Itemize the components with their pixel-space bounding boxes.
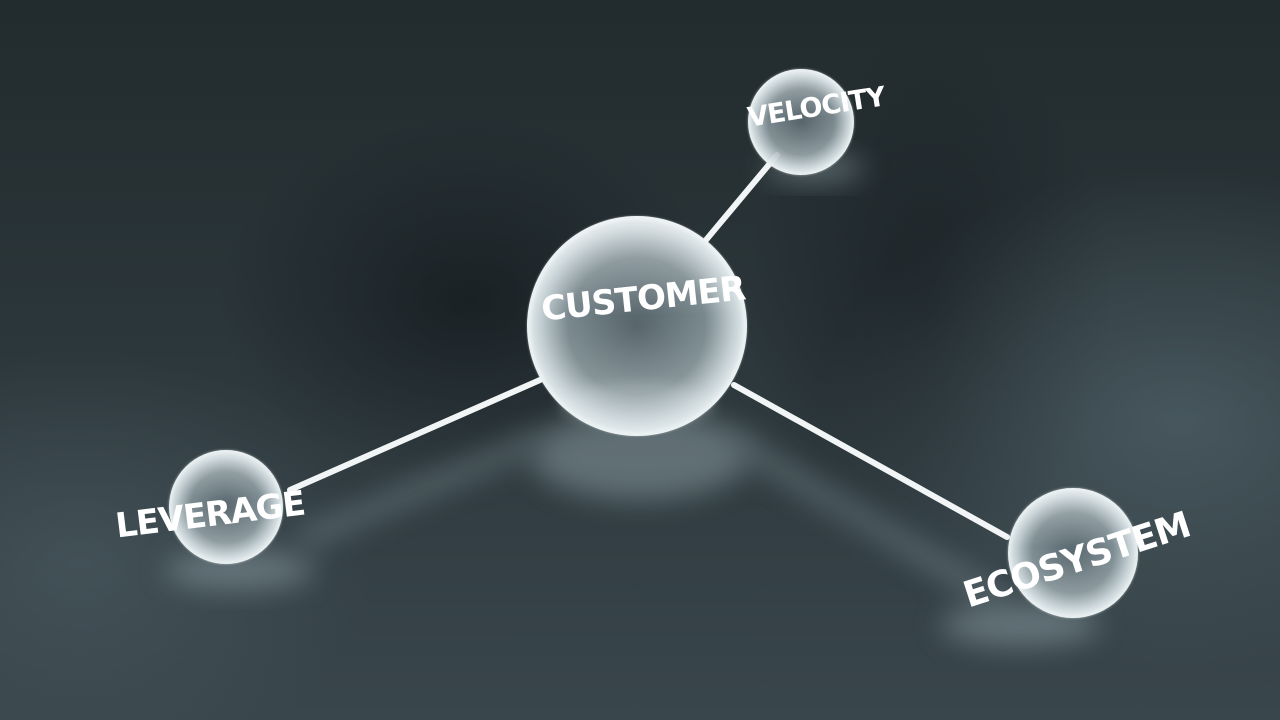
connectors [287, 152, 1010, 540]
node-leverage: LEVERAGE [113, 450, 307, 564]
edge-customer-leverage [287, 377, 543, 493]
reflections [165, 154, 1100, 647]
node-customer: CUSTOMER [527, 216, 748, 436]
node-ecosystem: ECOSYSTEM [958, 488, 1195, 618]
node-velocity: VELOCITY [745, 69, 888, 175]
edge-customer-velocity [703, 152, 780, 243]
edge-customer-ecosystem [731, 382, 1010, 540]
